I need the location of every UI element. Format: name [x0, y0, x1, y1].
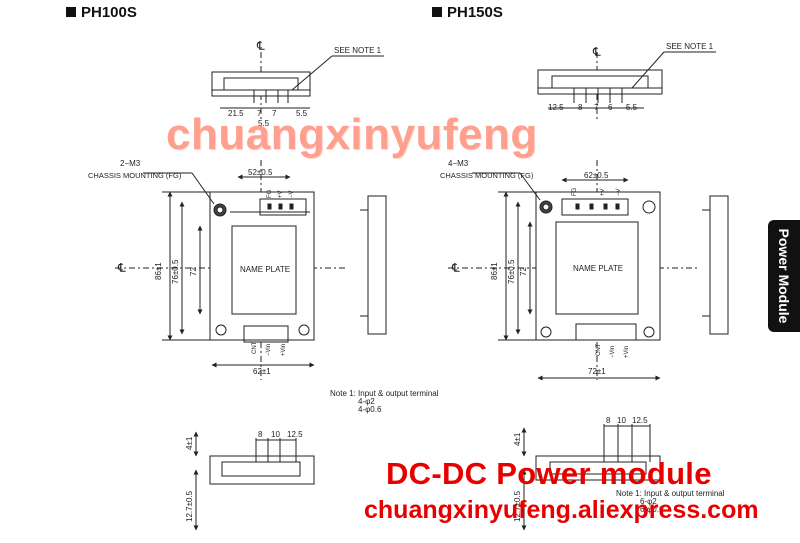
ph100s-see-note: SEE NOTE 1: [334, 46, 382, 55]
ph100s-centerline-top: ℄: [256, 39, 265, 53]
power-module-tab: Power Module: [768, 220, 800, 332]
ph150s-side-dim-2: 12.7±0.5: [513, 490, 522, 522]
ph100s-mount-label: 2−M3: [120, 159, 141, 168]
ph150s-top-dim-2: 8: [578, 103, 583, 112]
ph150s-pin-top-2: +V: [600, 188, 606, 196]
ph100s-top-view: [211, 52, 384, 120]
ph150s-height-plate: 72: [519, 267, 528, 276]
watermark-text: chuangxinyufeng: [166, 110, 538, 159]
ph100s-pin-top-1: FG: [267, 189, 273, 198]
ph150s-pin-bottom-1: CNT: [596, 343, 602, 356]
ph100s-top-dim-below: 5.5: [258, 119, 270, 128]
power-module-tab-label: Power Module: [776, 228, 792, 324]
ph100s-top-dim-1: 21.5: [228, 109, 244, 118]
ph100s-centerline-left: ℄: [117, 261, 126, 275]
ph100s-width-top: 52±0.5: [248, 168, 273, 177]
ph100s-chassis-label: CHASSIS MOUNTING (FG): [88, 171, 182, 180]
ph100s-top-dim-4: 5.5: [296, 109, 308, 118]
ph100s-pin-bottom-2: −Vin: [266, 344, 272, 356]
ph100s-title-text: PH100S: [81, 4, 137, 21]
ph150s-bottom-dim-2: 10: [617, 416, 626, 425]
ph100s-bottom-view: [193, 431, 315, 531]
ph150s-title: PH150S: [432, 4, 503, 21]
ph100s-height-inner: 76±0.5: [171, 259, 180, 284]
ph100s-bottom-dim-1: 8: [258, 430, 263, 439]
ph100s-height-plate: 72: [189, 267, 198, 276]
ph100s-top-dim-2: 7: [257, 109, 262, 118]
ph150s-top-dim-4: 6: [608, 103, 613, 112]
ph100s-bottom-dim-3: 12.5: [287, 430, 303, 439]
ph150s-centerline-top: ℄: [592, 45, 601, 59]
ph100s-note-title: Note 1: Input & output terminal: [330, 389, 439, 398]
ph150s-note-line-1: 6-φ2: [640, 497, 657, 506]
ph100s-width-bottom: 62±1: [253, 367, 271, 376]
ph150s-pin-bottom-3: +Vin: [624, 346, 630, 358]
ph150s-bottom-dim-1: 8: [606, 416, 611, 425]
ph150s-chassis-label: CHASSIS MOUNTING (FG): [440, 171, 534, 180]
ph150s-height-outer: 86±1: [490, 262, 499, 280]
ph100s-pin-top-3: −V: [289, 190, 295, 198]
ph150s-name-plate: NAME PLATE: [573, 264, 623, 273]
square-bullet-icon: [66, 7, 76, 17]
ph100s-side-dim-2: 12.7±0.5: [185, 490, 194, 522]
ph150s-bottom-dim-3: 12.5: [632, 416, 648, 425]
ph150s-top-dim-3: 7: [594, 103, 599, 112]
ph100s-pin-bottom-1: CNT: [252, 341, 258, 354]
ph150s-width-top: 62±0.5: [584, 171, 609, 180]
ph150s-drawing: [448, 51, 729, 531]
ph100s-bottom-dim-2: 10: [271, 430, 280, 439]
ph100s-pin-top-2: +V: [278, 190, 284, 198]
ph150s-see-note: SEE NOTE 1: [666, 42, 714, 51]
ph100s-drawing: [115, 52, 387, 531]
ph100s-title: PH100S: [66, 4, 137, 21]
ph150s-top-dim-1: 12.5: [548, 103, 564, 112]
ph150s-top-view: [537, 51, 716, 120]
ph150s-note-line-2: 6-φ0.6: [640, 505, 664, 514]
ph150s-mount-label: 4−M3: [448, 159, 469, 168]
ph150s-side-dim-1: 4±1: [513, 432, 522, 446]
ph150s-note-title: Note 1: Input & output terminal: [616, 489, 725, 498]
ph150s-pin-top-1: FG: [572, 187, 578, 196]
ph100s-note-line-2: 4-φ0.6: [358, 405, 382, 414]
banner-title: DC-DC Power module: [386, 456, 712, 491]
banner-url: chuangxinyufeng.aliexpress.com: [364, 496, 759, 524]
ph100s-top-dim-3: 7: [272, 109, 277, 118]
ph100s-note-line-1: 4-φ2: [358, 397, 375, 406]
square-bullet-icon: [432, 7, 442, 17]
ph100s-front-view: [115, 160, 387, 380]
ph150s-pin-bottom-2: −Vin: [610, 346, 616, 358]
ph150s-height-inner: 76±0.5: [507, 259, 516, 284]
ph150s-top-dim-5: 5.5: [626, 103, 638, 112]
ph150s-front-view: [448, 160, 729, 381]
ph150s-bottom-view: [521, 424, 661, 531]
ph100s-name-plate: NAME PLATE: [240, 265, 290, 274]
ph100s-side-dim-1: 4±1: [185, 436, 194, 450]
ph100s-pin-bottom-3: +Vin: [281, 344, 287, 356]
ph100s-height-outer: 86±1: [154, 262, 163, 280]
ph150s-title-text: PH150S: [447, 4, 503, 21]
ph150s-width-bottom: 72±1: [588, 367, 606, 376]
ph150s-centerline-left: ℄: [451, 261, 460, 275]
ph150s-pin-top-3: −V: [616, 188, 622, 196]
